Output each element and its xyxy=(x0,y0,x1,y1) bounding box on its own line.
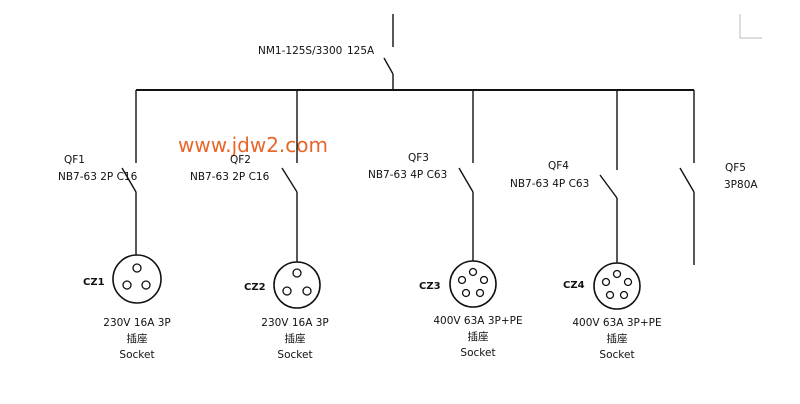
cz3-socket-icon xyxy=(449,260,497,308)
main-breaker-rating: 125A xyxy=(347,45,375,57)
cz2-name-cn: 插座 xyxy=(285,332,306,345)
cz1-pin xyxy=(141,280,151,290)
cz3-name-en: Socket xyxy=(460,347,495,359)
cz2-label: CZ2 xyxy=(244,282,266,293)
cz1-socket-icon xyxy=(112,254,162,304)
cz3-pin xyxy=(479,275,489,285)
qf5-breaker-blade xyxy=(679,167,695,193)
branch-qf4: QF4 NB7-63 4P C63 xyxy=(510,90,618,264)
cz1-name-en: Socket xyxy=(119,349,154,361)
cz1-pin xyxy=(122,280,132,290)
cz4-socket-icon xyxy=(593,262,641,310)
qf1-label: QF1 xyxy=(64,154,85,166)
qf2-breaker-blade xyxy=(281,167,298,193)
branch-qf2: QF2 NB7-63 2P C16 xyxy=(190,90,298,263)
cz4-pin xyxy=(605,290,615,300)
qf1-spec: NB7-63 2P C16 xyxy=(58,171,138,183)
cz4-pin xyxy=(623,277,633,287)
cz4-name-en: Socket xyxy=(599,349,634,361)
cz1-label: CZ1 xyxy=(83,277,105,288)
qf4-label: QF4 xyxy=(548,160,569,172)
corner-mark xyxy=(739,14,762,39)
cz1-name-cn: 插座 xyxy=(127,332,148,345)
branch-qf1: QF1 NB7-63 2P C16 xyxy=(58,90,138,258)
cz3-pin xyxy=(461,288,471,298)
qf3-label: QF3 xyxy=(408,152,429,164)
cz4-label: CZ4 xyxy=(563,280,585,291)
cz3-pin xyxy=(475,288,485,298)
cz1-rating: 230V 16A 3P xyxy=(103,317,170,329)
cz2-pin xyxy=(282,286,292,296)
qf2-spec: NB7-63 2P C16 xyxy=(190,171,270,183)
cz2-pin xyxy=(302,286,312,296)
qf3-breaker-blade xyxy=(458,167,474,193)
cz2-name-en: Socket xyxy=(277,349,312,361)
cz2-rating: 230V 16A 3P xyxy=(261,317,328,329)
socket-cz4: CZ4 400V 63A 3P+PE 插座 Socket xyxy=(563,262,662,361)
cz4-rating: 400V 63A 3P+PE xyxy=(572,317,661,329)
cz4-pin xyxy=(612,269,622,279)
cz3-label: CZ3 xyxy=(419,281,441,292)
cz3-pin xyxy=(468,267,478,277)
qf5-spec: 3P80A xyxy=(724,179,758,191)
branch-qf5: QF5 3P80A xyxy=(679,90,758,265)
cz3-pin xyxy=(457,275,467,285)
qf1-breaker-blade xyxy=(121,167,137,193)
cz1-pin xyxy=(132,263,142,273)
main-breaker-blade xyxy=(383,57,394,75)
cz2-pin xyxy=(292,268,302,278)
main-breaker: NM1-125S/3300 125A xyxy=(258,14,394,90)
cz4-name-cn: 插座 xyxy=(607,332,628,345)
socket-cz1: CZ1 230V 16A 3P 插座 Socket xyxy=(83,254,171,361)
cz4-pin xyxy=(619,290,629,300)
qf2-label: QF2 xyxy=(230,154,251,166)
cz3-name-cn: 插座 xyxy=(468,330,489,343)
qf4-breaker-blade xyxy=(599,174,618,199)
cz3-rating: 400V 63A 3P+PE xyxy=(433,315,522,327)
socket-cz3: CZ3 400V 63A 3P+PE 插座 Socket xyxy=(419,260,523,359)
socket-cz2: CZ2 230V 16A 3P 插座 Socket xyxy=(244,261,329,361)
qf3-spec: NB7-63 4P C63 xyxy=(368,169,447,181)
cz4-pin xyxy=(601,277,611,287)
qf4-spec: NB7-63 4P C63 xyxy=(510,178,589,190)
branch-qf3: QF3 NB7-63 4P C63 xyxy=(368,90,474,262)
qf5-label: QF5 xyxy=(725,162,746,174)
cz2-socket-icon xyxy=(273,261,321,309)
main-breaker-model: NM1-125S/3300 xyxy=(258,45,342,57)
watermark-text: www.jdw2.com xyxy=(178,133,328,157)
